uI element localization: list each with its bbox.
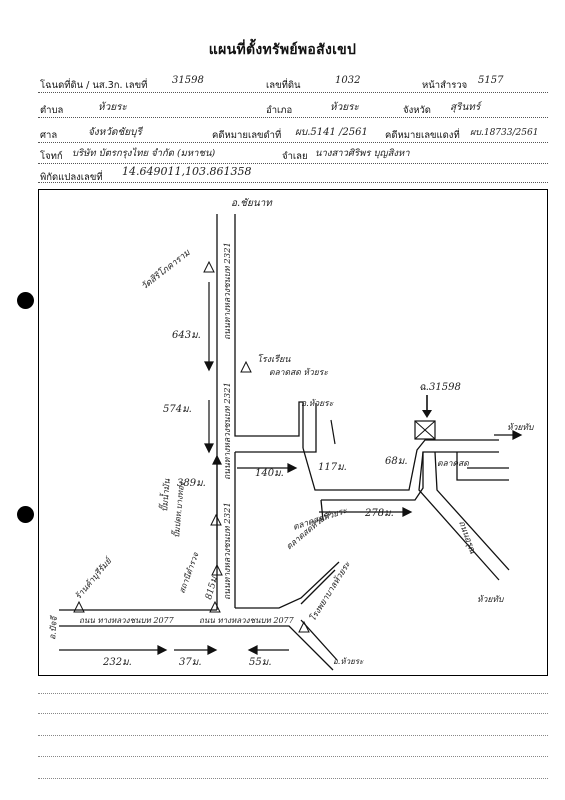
red-case-label: คดีหมายเลขแดงที่ (385, 130, 460, 141)
distance-389: 389ม. (177, 478, 206, 489)
south-destination: อ.ห้วยระ (333, 657, 364, 666)
market-label: ตลาดสด (437, 459, 469, 469)
distance-55: 55ม. (249, 657, 272, 668)
east-road-south (321, 451, 499, 501)
west-destination: อ.ปัจจี (47, 614, 60, 640)
roads (59, 214, 510, 671)
road-2077-label-2: ถนน ทางหลวงชนบท 2077 (199, 616, 295, 625)
temple-label: วัดสิริโภคาราม (138, 246, 193, 292)
district-value: ห้วยระ (330, 102, 359, 113)
distance-574: 574ม. (163, 404, 192, 415)
note-line-5 (38, 778, 548, 779)
deed-value: 31598 (172, 75, 204, 86)
plaintiff-value: บริษัท บัตรกรุงไทย จำกัด (มหาชน) (72, 148, 216, 159)
row2-line (38, 117, 548, 118)
road-name-right: ถนนอรุณ (456, 520, 477, 556)
school-label-2: ตลาดสดห้วยระ (292, 505, 349, 533)
road-2321-east-edge (234, 214, 304, 448)
distance-278: 278ม. (364, 508, 394, 519)
distance-68: 68ม. (385, 456, 408, 467)
road-2077-south-edge (59, 625, 334, 671)
province-label: จังหวัด (403, 105, 431, 116)
note-line-3 (38, 735, 548, 736)
province-value: สุรินทร์ (450, 102, 481, 113)
distance-arrows (59, 282, 523, 655)
distance-37: 37ม. (179, 657, 202, 668)
location-map: อ.ชัยนาท วัดสิริโภคาราม ถนนทางหลวงชนบท 2… (38, 189, 548, 676)
subdistrict-value: ห้วยระ (98, 102, 127, 113)
market-landmark-2: ตลาดสด ห้วยระ (269, 367, 328, 378)
road-2077-south-branch (300, 619, 338, 661)
road-ne-branch (300, 569, 336, 605)
spur (320, 499, 324, 521)
parcel-marker (414, 395, 436, 440)
road-label-vertical-upper: ถนนทางหลวงชนบท 2321 (223, 242, 233, 340)
land-no-value: 1032 (335, 75, 361, 86)
market-landmark: โรงเรียน (257, 353, 291, 365)
row3-line (38, 142, 548, 143)
distance-643: 643ม. (172, 330, 201, 341)
note-line-4 (38, 756, 548, 757)
punch-hole-bottom (17, 506, 34, 523)
coords-value: 14.649011,103.861358 (122, 165, 252, 178)
defendant-label: จำเลย (282, 151, 308, 162)
black-case-value: ผบ.5141 /2561 (295, 127, 368, 138)
gas-station-label: ปั๊มน้ำมัน (158, 478, 173, 512)
page-title: แผนที่ตั้งทรัพย์พอสังเขป (208, 42, 357, 58)
distance-815: 815ม. (204, 573, 220, 601)
court-label: ศาล (40, 130, 58, 141)
road-label-vertical-lower: ถนนทางหลวงชนบท 2321 (223, 502, 233, 600)
red-case-value: ผบ.18733/2561 (470, 128, 539, 138)
district-label: อำเภอ (266, 105, 293, 116)
road-2077-label-1: ถนน ทางหลวงชนบท 2077 (79, 616, 175, 625)
landmark-triangles (73, 260, 310, 633)
distance-117: 117ม. (318, 462, 347, 473)
south-right-destination: ห้วยทับ (477, 594, 504, 605)
east-road-north (302, 439, 499, 491)
side-road-label: อ.ห้วยระ (301, 398, 334, 409)
road-label-vertical-mid: ถนนทางหลวงชนบท 2321 (223, 382, 233, 480)
land-no-label: เลขที่ดิน (266, 80, 301, 91)
survey-page-label: หน้าสำรวจ (422, 80, 468, 91)
branch-1 (456, 452, 509, 481)
diagonal-road-2 (434, 451, 510, 571)
gas-station-label-2: ปั๊มปตท.บางทอง (170, 480, 186, 538)
station-label: สถานีตำรวจ (177, 551, 200, 595)
distance-140: 140ม. (255, 468, 284, 479)
note-line-2 (38, 713, 548, 714)
plaintiff-label: โจทก์ (40, 151, 63, 162)
row5-line (38, 182, 548, 183)
top-destination: อ.ชัยนาท (231, 198, 273, 209)
defendant-value: นางสาวศิริพร บุญสิงหา (315, 148, 410, 159)
deed-label: โฉนดที่ดิน / นส.3ก. เลขที่ (40, 80, 148, 91)
distance-232: 232ม. (102, 657, 132, 668)
survey-page-value: 5157 (478, 75, 504, 86)
row4-line (38, 163, 548, 164)
note-line-1 (38, 693, 548, 694)
side-road-a (235, 403, 317, 453)
black-case-label: คดีหมายเลขดำที่ (212, 130, 282, 141)
court-value: จังหวัดชัยบุรี (88, 127, 142, 138)
row1-line (38, 92, 548, 93)
coords-label: พิกัดแปลงเลขที่ (40, 172, 103, 183)
road-2077-north-edge-e (235, 561, 340, 609)
diagonal-road-1 (418, 451, 500, 581)
map-drawing: อ.ชัยนาท วัดสิริโภคาราม ถนนทางหลวงชนบท 2… (47, 198, 534, 671)
left-building-label: ร้านค้าบุรีรัมย์ (73, 554, 115, 601)
east-destination: ห้วยทับ (507, 422, 534, 433)
punch-hole-top (17, 292, 34, 309)
subdistrict-label: ตำบล (40, 105, 64, 116)
parcel-label: ฉ.31598 (419, 382, 461, 393)
